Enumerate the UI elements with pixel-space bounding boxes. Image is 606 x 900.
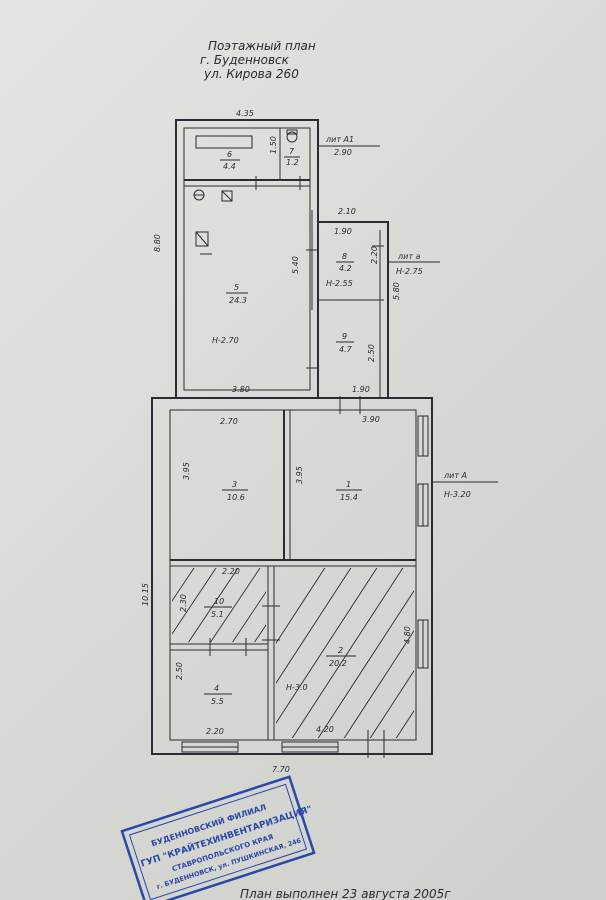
dim-room10-h: 2.30: [179, 594, 188, 612]
dim-room3-h: 3.95: [182, 462, 191, 480]
height-room2: H-3.0: [286, 683, 308, 692]
liter-a1-callout: лит А1 2.90: [318, 135, 380, 157]
dim-room7-w: 1.50: [269, 136, 278, 154]
plan-city: г. Буденновск: [200, 53, 290, 67]
dim-210: 2.10: [338, 207, 356, 216]
room-6-label: 6 4.4: [220, 150, 240, 171]
dim-room4-h: 2.50: [175, 662, 184, 680]
svg-text:лит а: лит а: [397, 252, 421, 261]
liter-A-callout: лит А: [432, 471, 498, 483]
svg-text:2: 2: [338, 646, 343, 655]
svg-text:5.5: 5.5: [211, 697, 224, 706]
dim-380: 3.80: [232, 385, 250, 394]
svg-text:1: 1: [346, 480, 351, 489]
room-10-hatching: [172, 568, 266, 642]
room-7-label: 7 1.2: [284, 147, 300, 167]
svg-text:8: 8: [342, 252, 347, 261]
dim-left-upper: 8.80: [153, 234, 162, 252]
room-10-label: 10 5.1: [204, 597, 232, 619]
dim-580: 5.80: [392, 282, 401, 300]
height-lit-A: H-3.20: [444, 490, 471, 499]
dim-540: 5.40: [291, 256, 300, 274]
svg-text:10: 10: [214, 597, 224, 606]
svg-text:24.3: 24.3: [229, 296, 247, 305]
room-1-label: 1 15.4: [336, 480, 362, 502]
plan-address: ул. Кирова 260: [203, 67, 299, 81]
dim-room1-h: 3.95: [295, 466, 304, 484]
dim-190-bottom: 1.90: [352, 385, 370, 394]
plan-title: Поэтажный план: [208, 39, 316, 53]
svg-text:лит А: лит А: [443, 471, 467, 480]
dim-room2-w: 4.20: [316, 725, 334, 734]
dim-190-top: 1.90: [334, 227, 352, 236]
height-room8: H-2.55: [326, 279, 353, 288]
dim-room9-h: 2.50: [367, 344, 376, 362]
svg-text:4.4: 4.4: [223, 162, 236, 171]
lower-block-walls: [151, 397, 433, 758]
svg-text:4.7: 4.7: [339, 345, 353, 354]
height-room5: H-2.70: [212, 336, 239, 345]
svg-text:7: 7: [289, 147, 295, 156]
room-8-label: 8 4.2: [336, 252, 354, 273]
room-3-label: 3 10.6: [222, 480, 248, 502]
svg-text:15.4: 15.4: [340, 493, 358, 502]
svg-text:4.2: 4.2: [339, 264, 352, 273]
svg-text:5.1: 5.1: [211, 610, 224, 619]
dim-top-width: 4.35: [236, 109, 254, 118]
room-4-label: 4 5.5: [204, 684, 232, 706]
svg-text:20.2: 20.2: [329, 659, 347, 668]
svg-text:6: 6: [227, 150, 232, 159]
room-2-hatching: [276, 568, 414, 738]
plan-date: План выполнен 23 августа 2005г: [240, 887, 451, 900]
room-9-label: 9 4.7: [336, 332, 354, 354]
dim-room10-w: 2.20: [222, 567, 240, 576]
svg-text:2.90: 2.90: [334, 148, 352, 157]
room-5-label: 5 24.3: [226, 283, 248, 305]
dim-room2-h: 4.80: [403, 626, 412, 644]
svg-text:4: 4: [214, 684, 219, 693]
dim-room3-w: 2.70: [220, 417, 238, 426]
dim-left-lower: 10.15: [141, 583, 150, 606]
dim-room4-w: 2.20: [206, 727, 224, 736]
dim-room1-w: 3.90: [362, 415, 380, 424]
svg-text:10.6: 10.6: [227, 493, 245, 502]
svg-text:9: 9: [342, 332, 347, 341]
room-2-label: 2 20.2: [326, 646, 356, 668]
svg-text:лит А1: лит А1: [325, 135, 354, 144]
organization-stamp: БУДЕННОВСКИЙ ФИЛИАЛ ГУП "КРАЙТЕХИНВЕНТАР…: [120, 775, 316, 900]
dim-room8-h: 2.20: [370, 246, 379, 264]
svg-text:1.2: 1.2: [286, 158, 299, 167]
svg-text:3: 3: [232, 480, 237, 489]
annex-walls: [306, 210, 389, 414]
height-lit-a: H-2.75: [396, 267, 423, 276]
dim-bottom-width: 7.70: [272, 765, 290, 774]
liter-a-small-callout: лит а: [388, 252, 440, 263]
svg-text:5: 5: [234, 283, 239, 292]
